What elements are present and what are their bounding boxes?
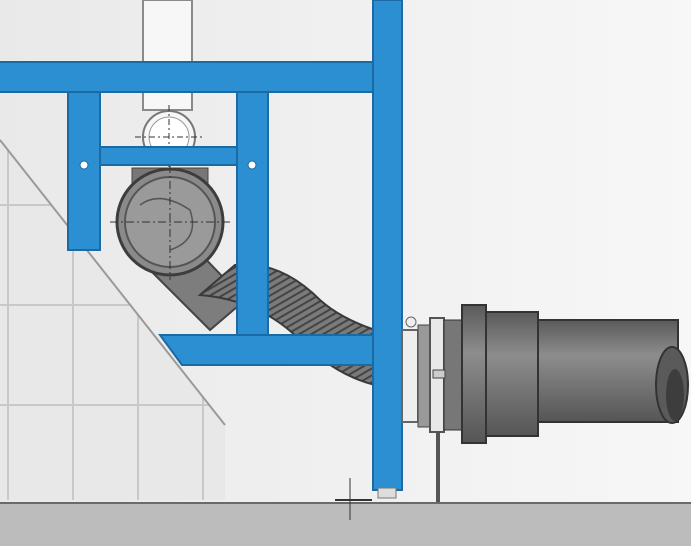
- lower-beam: [158, 334, 376, 366]
- drain-pipe: [401, 304, 689, 444]
- vertical-white-pipe: [142, 0, 193, 67]
- left-post: [67, 91, 101, 251]
- main-column: [372, 0, 403, 491]
- tile-edge: [0, 139, 226, 426]
- right-post: [236, 91, 269, 336]
- floor: [0, 503, 691, 546]
- support-rod: [436, 400, 440, 502]
- elbow-fitting: [110, 165, 247, 332]
- top-beam: [0, 61, 376, 93]
- mounting-frame: [0, 0, 403, 491]
- cross-bar: [99, 146, 238, 166]
